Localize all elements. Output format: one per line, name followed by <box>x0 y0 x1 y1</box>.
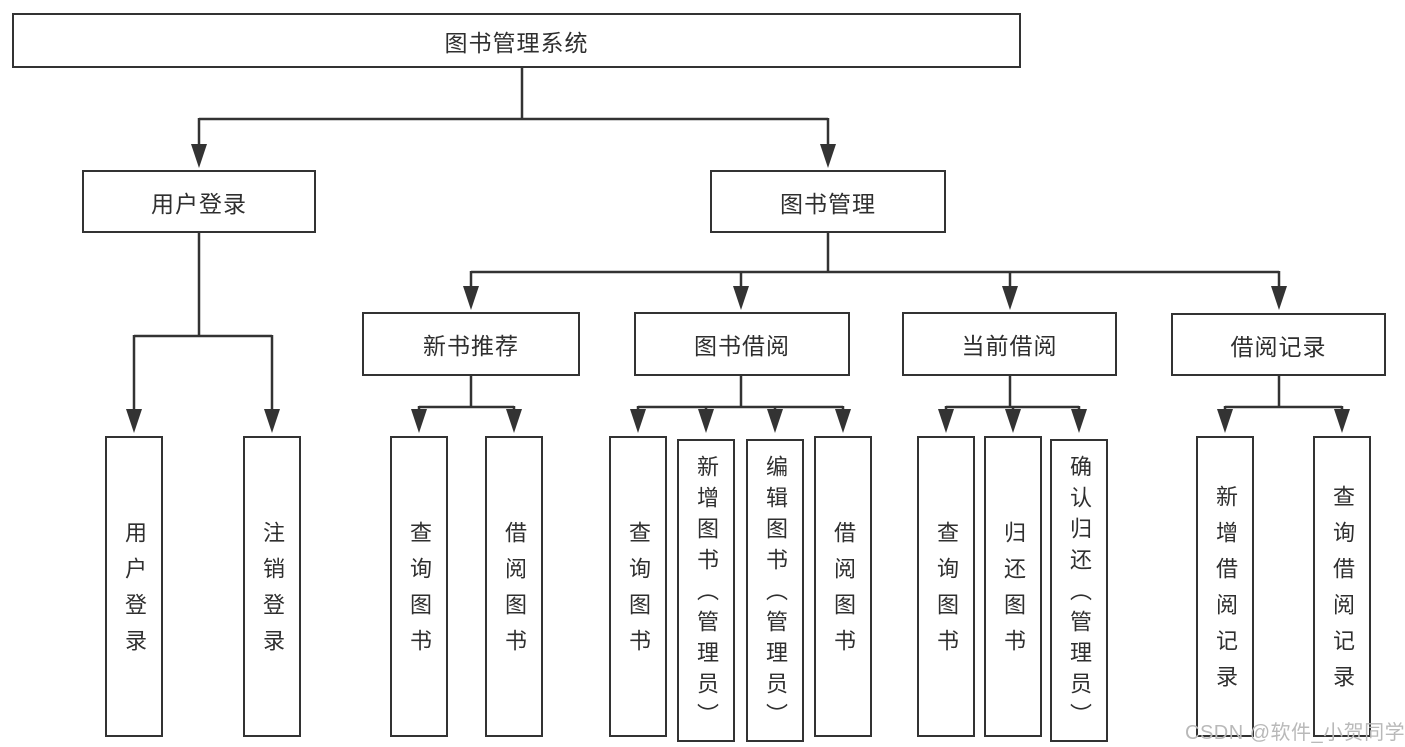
leaf-return-book: 归还图书 <box>984 436 1042 737</box>
leaf-edit-book-admin: 编辑图书（管理员） <box>746 439 804 742</box>
node-borrow-records: 借阅记录 <box>1171 313 1386 376</box>
node-new-book-recommend: 新书推荐 <box>362 312 580 376</box>
node-book-management: 图书管理 <box>710 170 946 233</box>
node-book-borrow: 图书借阅 <box>634 312 850 376</box>
leaf-borrow-books-1: 借阅图书 <box>485 436 543 737</box>
leaf-logout: 注销登录 <box>243 436 301 737</box>
leaf-query-books-2: 查询图书 <box>609 436 667 737</box>
node-current-borrow: 当前借阅 <box>902 312 1117 376</box>
leaf-borrow-books-2: 借阅图书 <box>814 436 872 737</box>
csdn-watermark: CSDN @软件_小贺同学 <box>1185 722 1405 744</box>
leaf-user-login: 用户登录 <box>105 436 163 737</box>
node-library-system: 图书管理系统 <box>12 13 1021 68</box>
leaf-add-book-admin: 新增图书（管理员） <box>677 439 735 742</box>
leaf-confirm-return-admin: 确认归还（管理员） <box>1050 439 1108 742</box>
leaf-query-books-1: 查询图书 <box>390 436 448 737</box>
leaf-add-borrow-record: 新增借阅记录 <box>1196 436 1254 737</box>
node-user-login: 用户登录 <box>82 170 316 233</box>
leaf-query-borrow-record: 查询借阅记录 <box>1313 436 1371 737</box>
leaf-query-books-3: 查询图书 <box>917 436 975 737</box>
